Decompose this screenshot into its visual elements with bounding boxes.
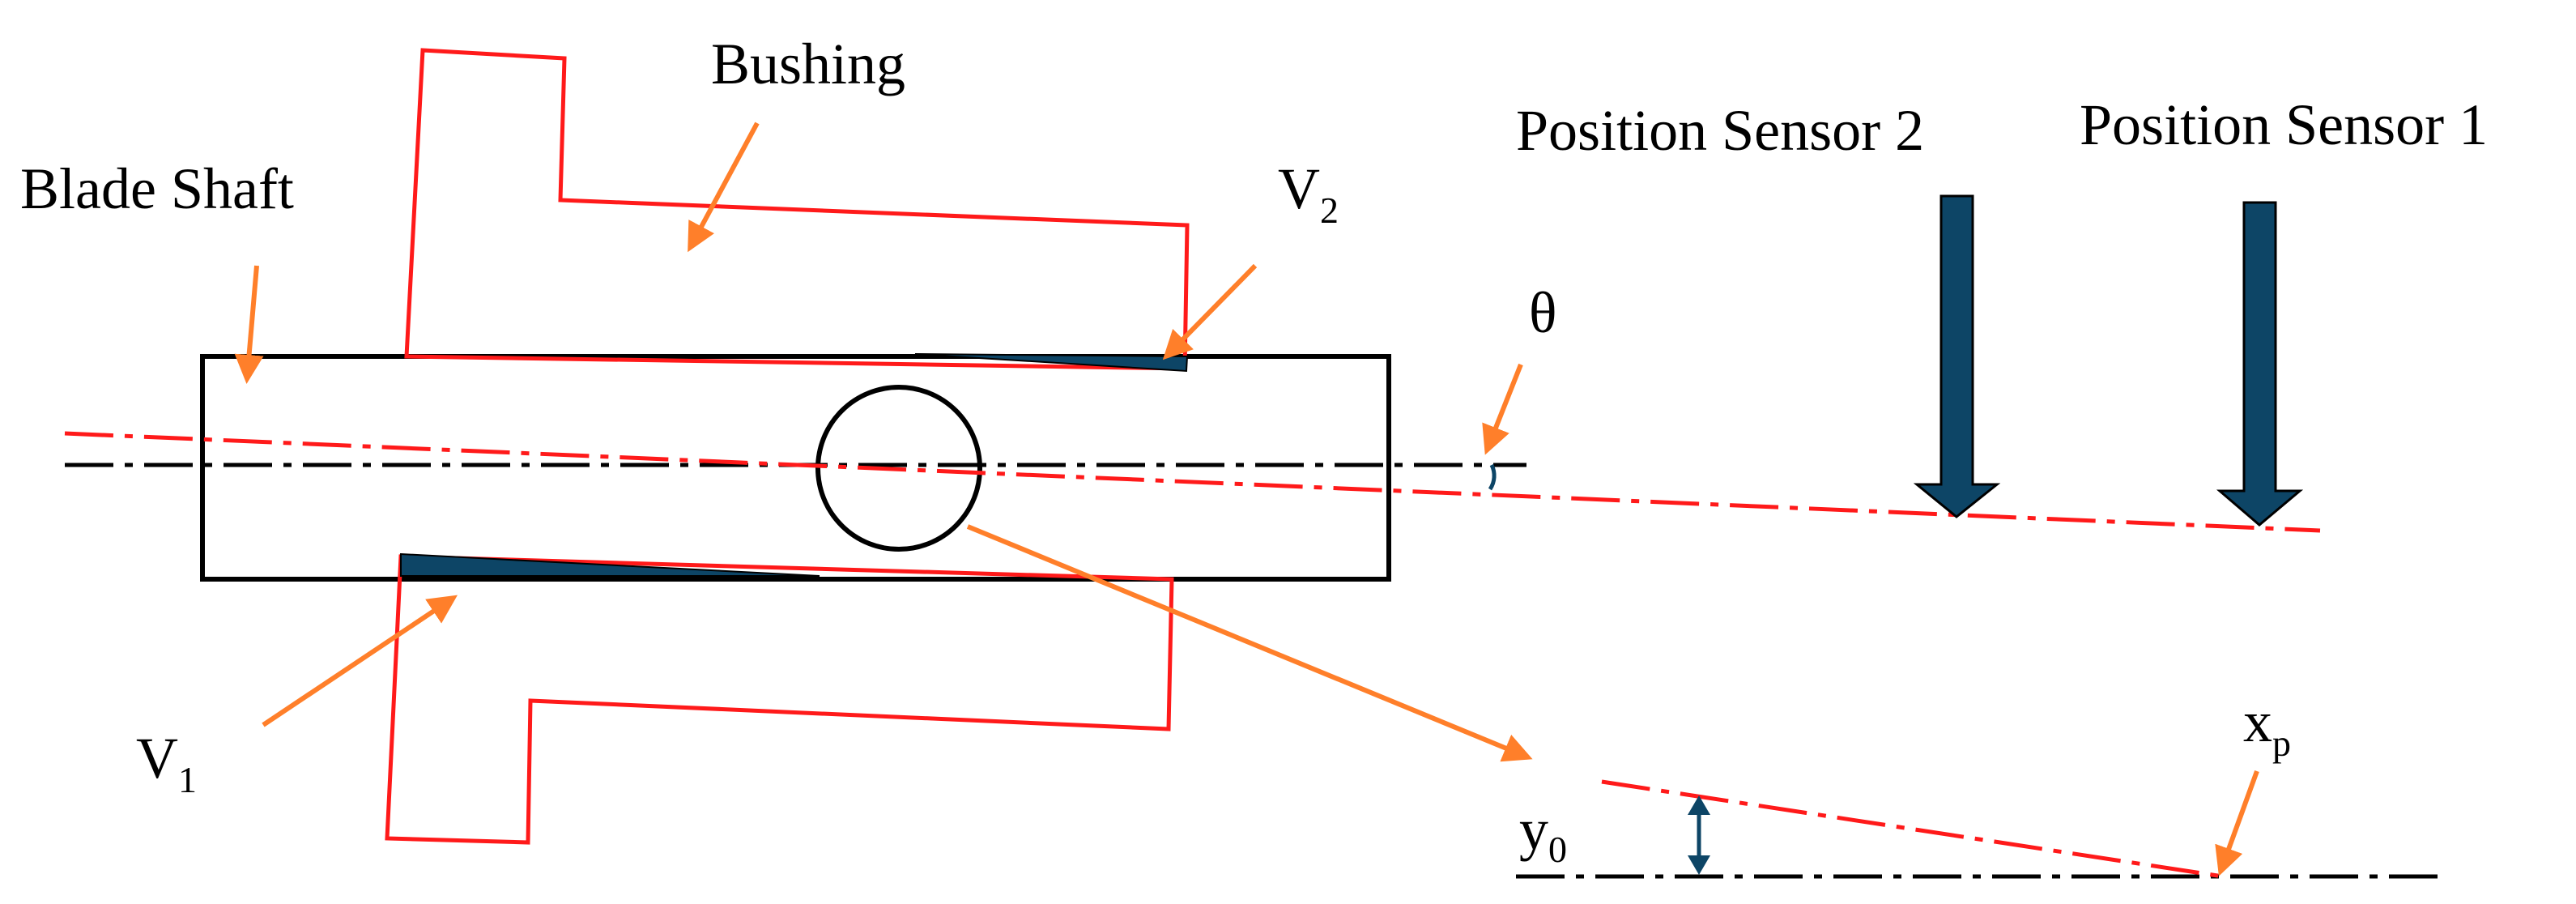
y0-arrowhead-bottom [1688, 855, 1710, 875]
v2-label: V2 [1278, 156, 1339, 231]
theta-pointer-arrow [1482, 363, 1523, 455]
xp-label-subscript: p [2272, 723, 2291, 764]
v2-label-main: V [1278, 156, 1320, 221]
blade-shaft-label: Blade Shaft [20, 156, 294, 221]
lower-bushing [385, 554, 1174, 845]
theta-label: θ [1529, 280, 1557, 345]
v2-label-subscript: 2 [1320, 190, 1339, 231]
v1-label: V1 [136, 726, 197, 800]
blade-shaft [200, 354, 1391, 582]
detail-pointer-arrow [966, 524, 1533, 762]
pivot-circle [815, 385, 982, 552]
v2-pointer-arrow [1162, 263, 1258, 360]
y0-label-subscript: 0 [1548, 829, 1567, 870]
v1-pointer-arrow [262, 595, 458, 727]
bushing-pointer-arrow [688, 122, 760, 253]
xp-label: xp [2243, 689, 2291, 764]
bushing-label: Bushing [711, 32, 905, 96]
y0-label: y0 [1519, 797, 1567, 870]
v1-label-main: V [136, 726, 178, 791]
position-sensor-1-label: Position Sensor 1 [2080, 92, 2488, 157]
position-sensor-2-label: Position Sensor 2 [1516, 98, 1924, 163]
gap-v2 [914, 353, 1189, 373]
tilted-axis-line [64, 431, 2321, 533]
y0-arrowhead-top [1688, 795, 1710, 815]
blade-shaft-pointer-arrow [234, 265, 264, 384]
position-sensor-2-arrow [1913, 194, 2001, 518]
gap-v1 [400, 552, 820, 577]
xp-pointer-arrow [2215, 770, 2259, 876]
detail-tilted-line [1601, 779, 2224, 879]
upper-bushing [404, 48, 1190, 371]
v1-label-subscript: 1 [178, 759, 197, 800]
xp-label-main: x [2243, 689, 2272, 754]
position-sensor-1-arrow [2216, 201, 2304, 527]
y0-label-main: y [1519, 797, 1548, 862]
theta-angle-arc [1488, 463, 1497, 491]
